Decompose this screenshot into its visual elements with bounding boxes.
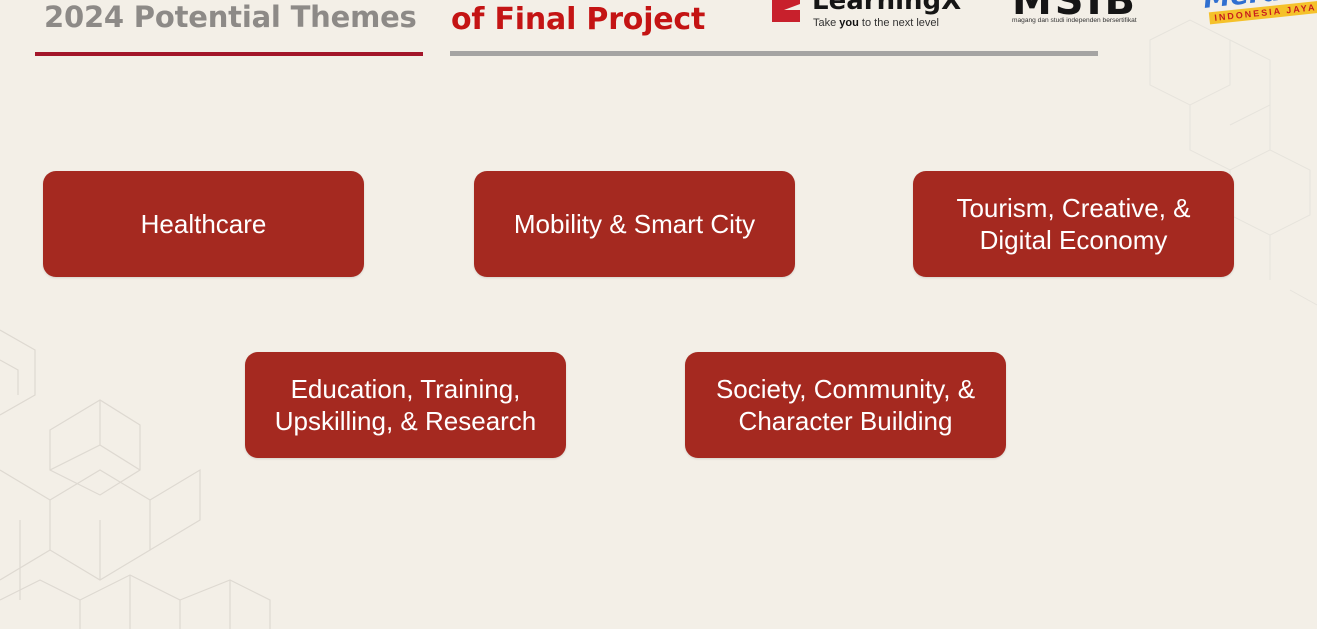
title-right-underline [450, 51, 1098, 56]
msib-tagline: magang dan studi independen bersertifika… [1012, 17, 1137, 24]
theme-card-tourism-creative-digital-economy: Tourism, Creative, & Digital Economy [913, 171, 1234, 277]
title-left-underline [35, 52, 423, 56]
learningx-mark-icon [772, 0, 800, 22]
msib-logo: MSIB magang dan studi independen bersert… [1012, 0, 1192, 30]
msib-wordmark: MSIB [1012, 0, 1138, 24]
learningx-name: LearningX [812, 0, 962, 16]
theme-card-healthcare: Healthcare [43, 171, 364, 277]
kampus-merdeka-logo: Merdeka INDONESIA JAYA [1202, 0, 1317, 38]
theme-card-education-training-upskilling-research: Education, Training, Upskilling, & Resea… [245, 352, 566, 458]
title-left: 2024 Potential Themes [44, 0, 417, 34]
theme-card-mobility-smart-city: Mobility & Smart City [474, 171, 795, 277]
title-right: of Final Project [451, 2, 706, 37]
learningx-tagline: Take you to the next level [813, 17, 939, 29]
theme-card-society-community-character-building: Society, Community, & Character Building [685, 352, 1006, 458]
learningx-logo: LearningX Take you to the next level [770, 0, 1002, 40]
